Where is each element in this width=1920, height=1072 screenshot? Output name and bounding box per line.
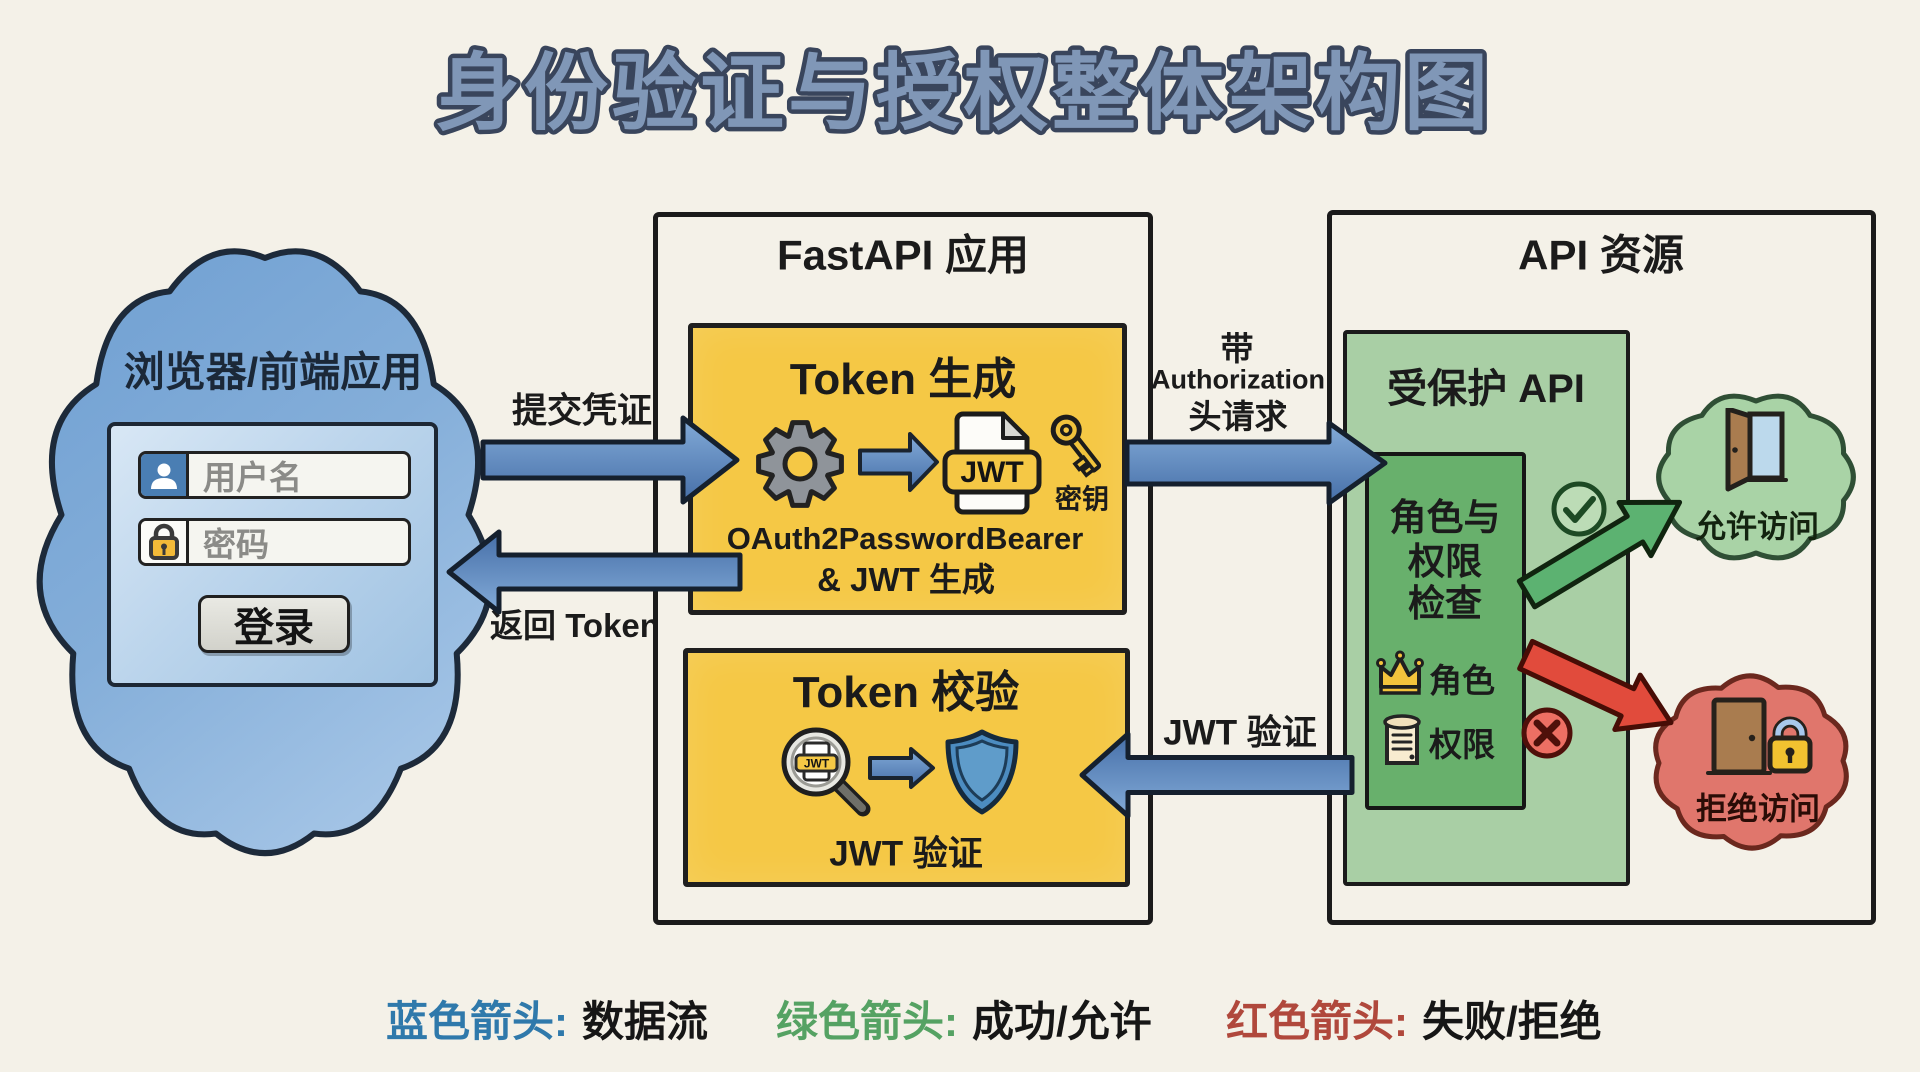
legend-red: 红色箭头: 失败/拒绝 <box>1226 988 1602 1049</box>
legend-green-label: 绿色箭头: <box>776 998 958 1045</box>
jwt-mini-badge-text: JWT <box>804 757 830 771</box>
gear-icon <box>756 420 844 508</box>
browser-cloud-title: 浏览器/前端应用 <box>123 349 423 395</box>
user-icon <box>141 454 189 496</box>
password-input[interactable]: 密码 <box>138 518 411 566</box>
crown-icon <box>1376 650 1424 695</box>
oauth-caption-line1: OAuth2PasswordBearer <box>726 521 1084 556</box>
legend-green-value: 成功/允许 <box>972 998 1152 1045</box>
submit-credentials-label: 提交凭证 <box>511 391 653 431</box>
return-token-label: 返回 Token <box>490 607 660 644</box>
rbac-line2: 权限 <box>1408 541 1482 582</box>
scroll-icon <box>1383 714 1421 765</box>
username-input[interactable]: 用户名 <box>138 451 411 499</box>
protected-api-title: 受保护 API <box>1387 367 1585 411</box>
shield-icon <box>945 729 1019 815</box>
legend-green: 绿色箭头: 成功/允许 <box>776 988 1152 1049</box>
page-title: 身份验证与授权整体架构图 <box>436 46 1492 140</box>
legend-red-label: 红色箭头: <box>1226 998 1408 1045</box>
open-door-icon <box>1725 408 1788 492</box>
jwt-document-icon: JWT <box>942 411 1042 515</box>
api-resource-title: API 资源 <box>1518 231 1684 279</box>
login-button[interactable]: 登录 <box>198 595 350 653</box>
auth-header-label-line2: Authorization <box>1151 364 1325 395</box>
oauth-caption-line2: & JWT 生成 <box>817 561 995 598</box>
fastapi-title: FastAPI 应用 <box>776 231 1030 279</box>
legend-red-value: 失败/拒绝 <box>1422 998 1602 1045</box>
rbac-line3: 检查 <box>1408 583 1482 624</box>
jwt-validation-caption: JWT 验证 <box>829 834 983 874</box>
rbac-line1: 角色与 <box>1389 497 1501 538</box>
key-caption: 密钥 <box>1055 484 1109 515</box>
lock-icon <box>141 521 189 563</box>
password-placeholder: 密码 <box>203 526 269 563</box>
role-label: 角色 <box>1429 662 1495 699</box>
key-icon <box>1050 414 1102 478</box>
legend-blue-value: 数据流 <box>582 998 709 1045</box>
jwt-badge-text: JWT <box>960 456 1023 489</box>
token-validation-title: Token 校验 <box>792 668 1020 717</box>
deny-cloud-label: 拒绝访问 <box>1696 791 1820 827</box>
locked-door-icon <box>1706 697 1813 775</box>
allow-cloud-label: 允许访问 <box>1695 509 1819 545</box>
auth-header-label-line1: 带 <box>1220 330 1254 367</box>
legend-blue-label: 蓝色箭头: <box>386 998 568 1045</box>
legend-blue: 蓝色箭头: 数据流 <box>386 988 708 1049</box>
username-placeholder: 用户名 <box>203 459 302 496</box>
api-resource-box <box>1327 210 1876 925</box>
token-generation-title: Token 生成 <box>789 355 1017 404</box>
auth-header-label-line3: 头请求 <box>1188 398 1288 435</box>
jwt-verification-label: JWT 验证 <box>1163 713 1317 753</box>
magnifier-jwt-icon: JWT <box>781 727 871 817</box>
permission-label: 权限 <box>1429 726 1495 763</box>
